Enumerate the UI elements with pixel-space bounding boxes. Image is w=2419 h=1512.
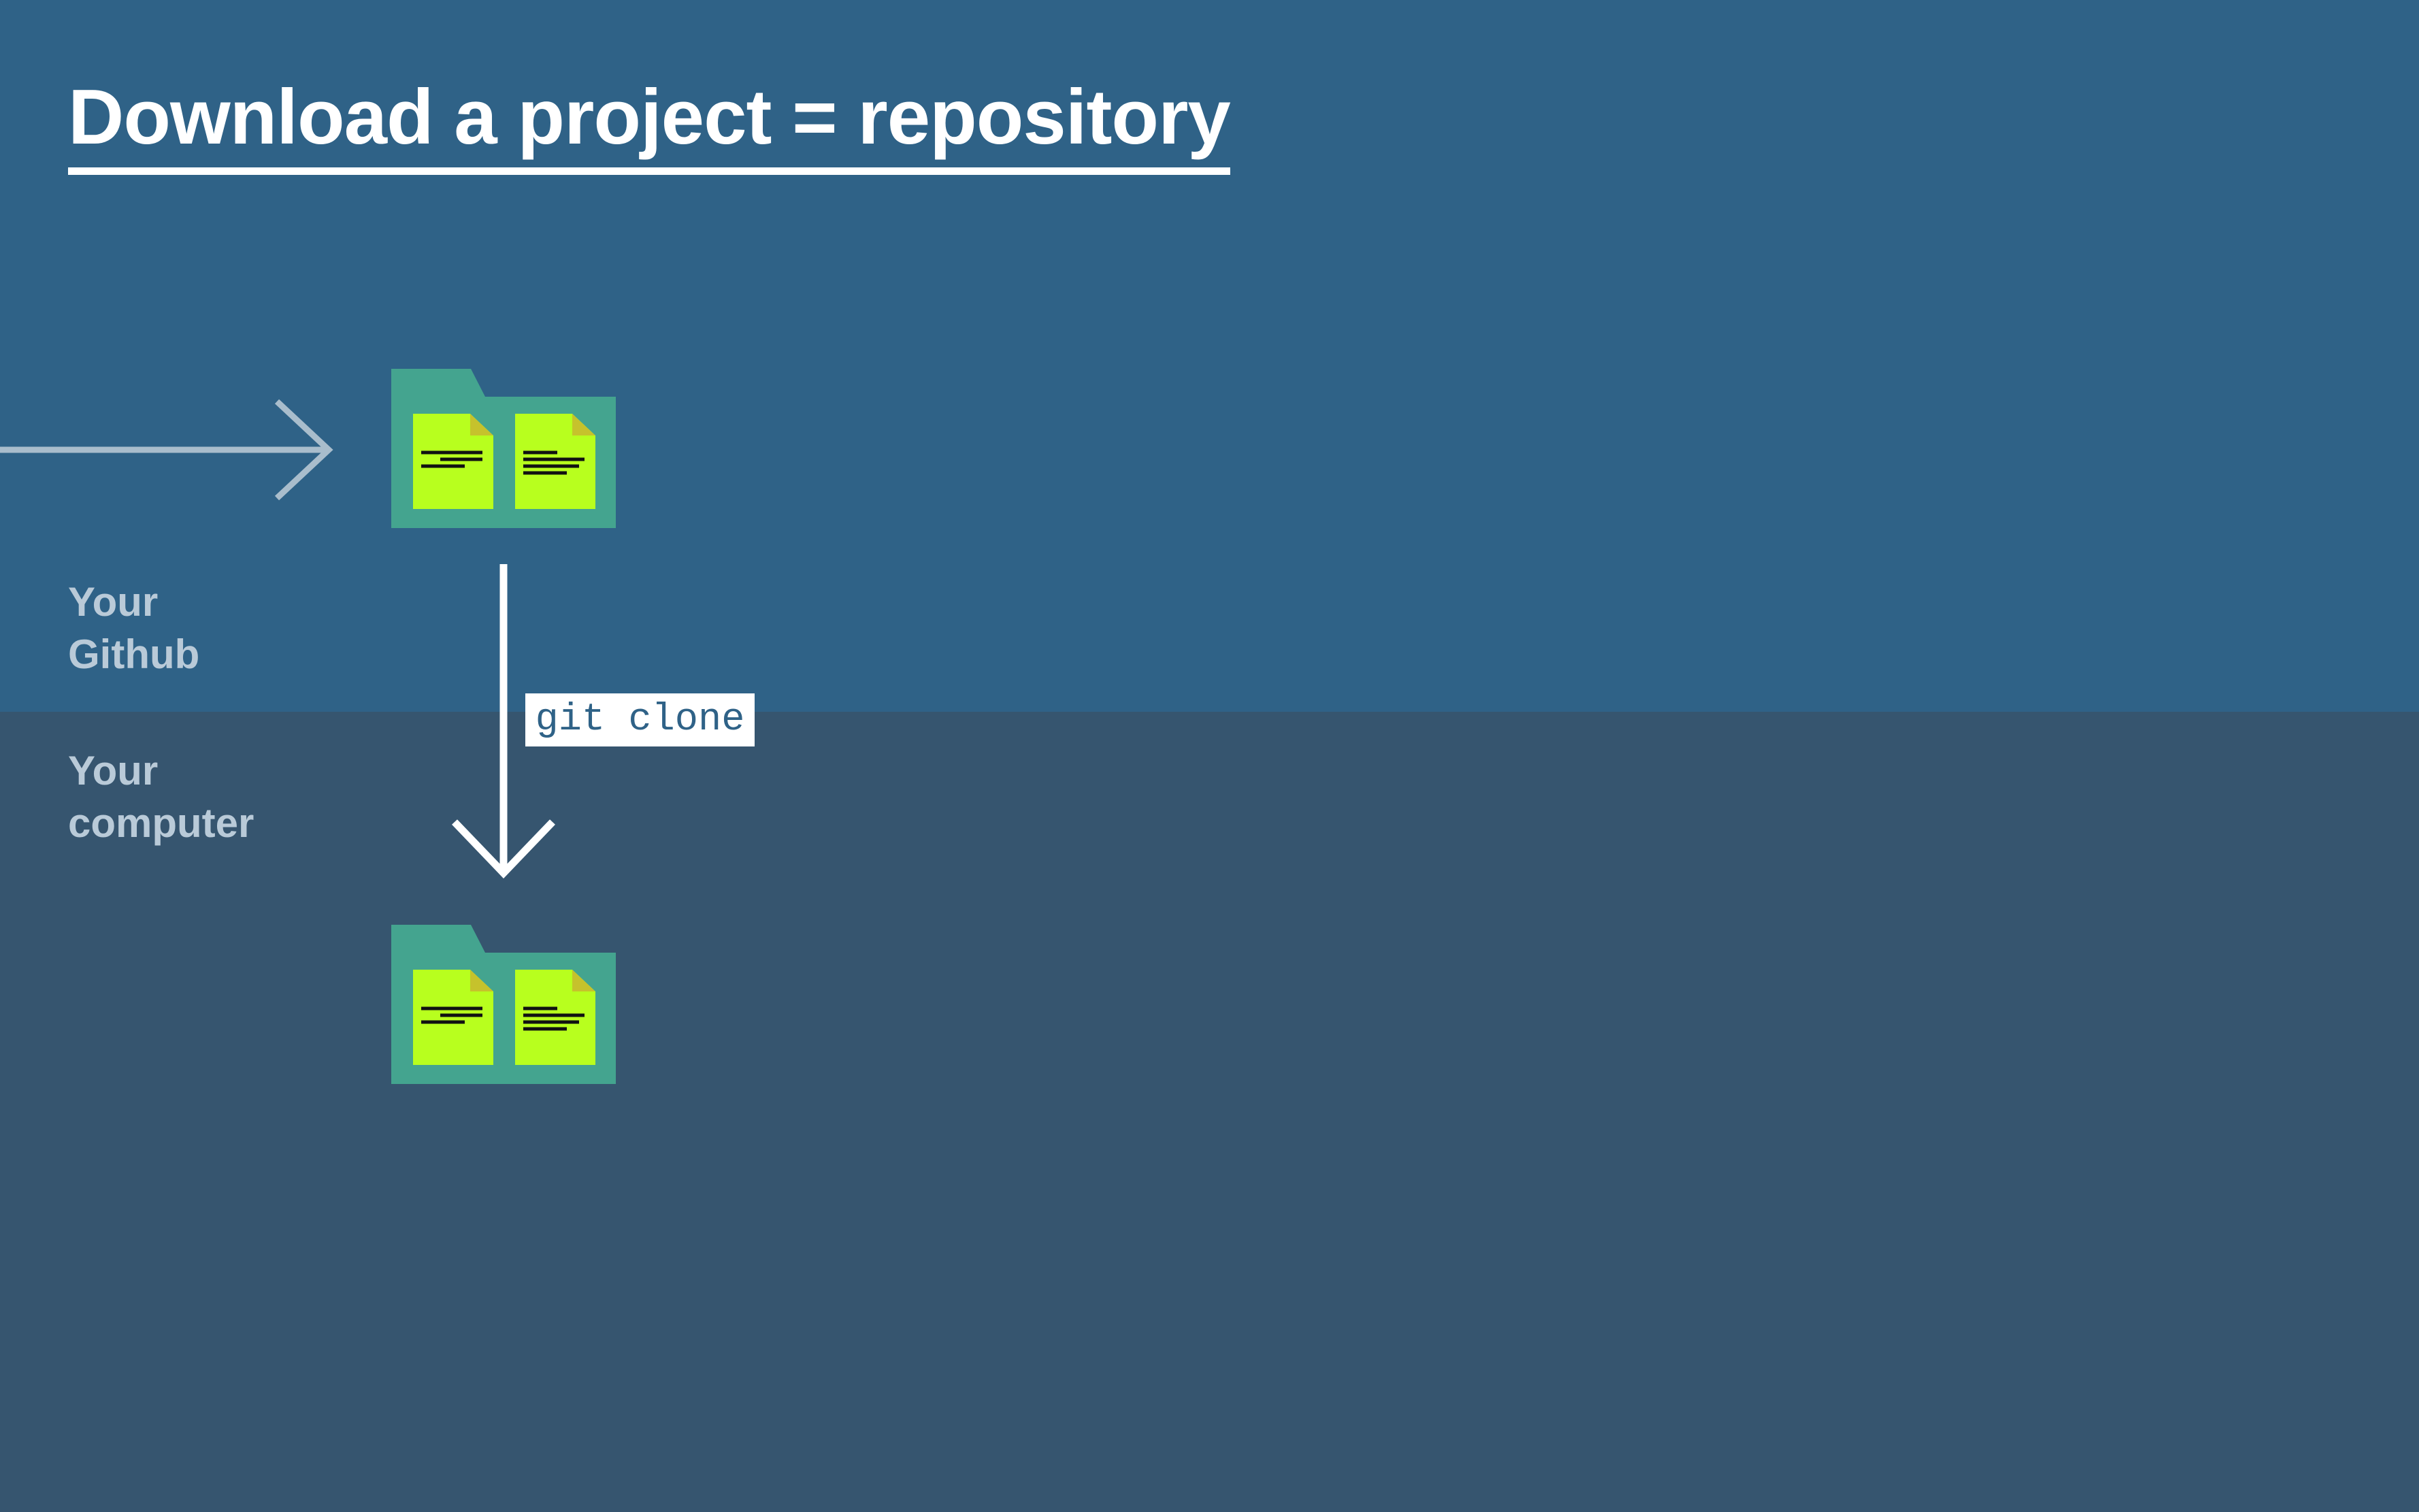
title-underline <box>68 167 1230 175</box>
github-label-line2: Github <box>68 631 200 677</box>
github-label-line1: Your <box>68 579 159 625</box>
document-icon <box>515 414 595 509</box>
computer-label-line1: Your <box>68 748 159 793</box>
document-icon <box>515 970 595 1065</box>
computer-label-line2: computer <box>68 800 254 846</box>
computer-zone <box>0 712 2419 1512</box>
slide-title: Download a project = repository <box>68 74 1231 161</box>
document-icon <box>413 414 493 509</box>
github-zone-label: Your Github <box>68 576 199 680</box>
arrow-down-icon <box>452 564 555 878</box>
computer-zone-label: Your computer <box>68 744 254 849</box>
local-repo-folder-icon <box>391 925 616 1084</box>
github-zone <box>0 0 2419 712</box>
document-icon <box>413 970 493 1065</box>
git-clone-command-label: git clone <box>525 693 755 746</box>
remote-repo-folder-icon <box>391 369 616 528</box>
arrow-right-icon <box>0 399 333 501</box>
